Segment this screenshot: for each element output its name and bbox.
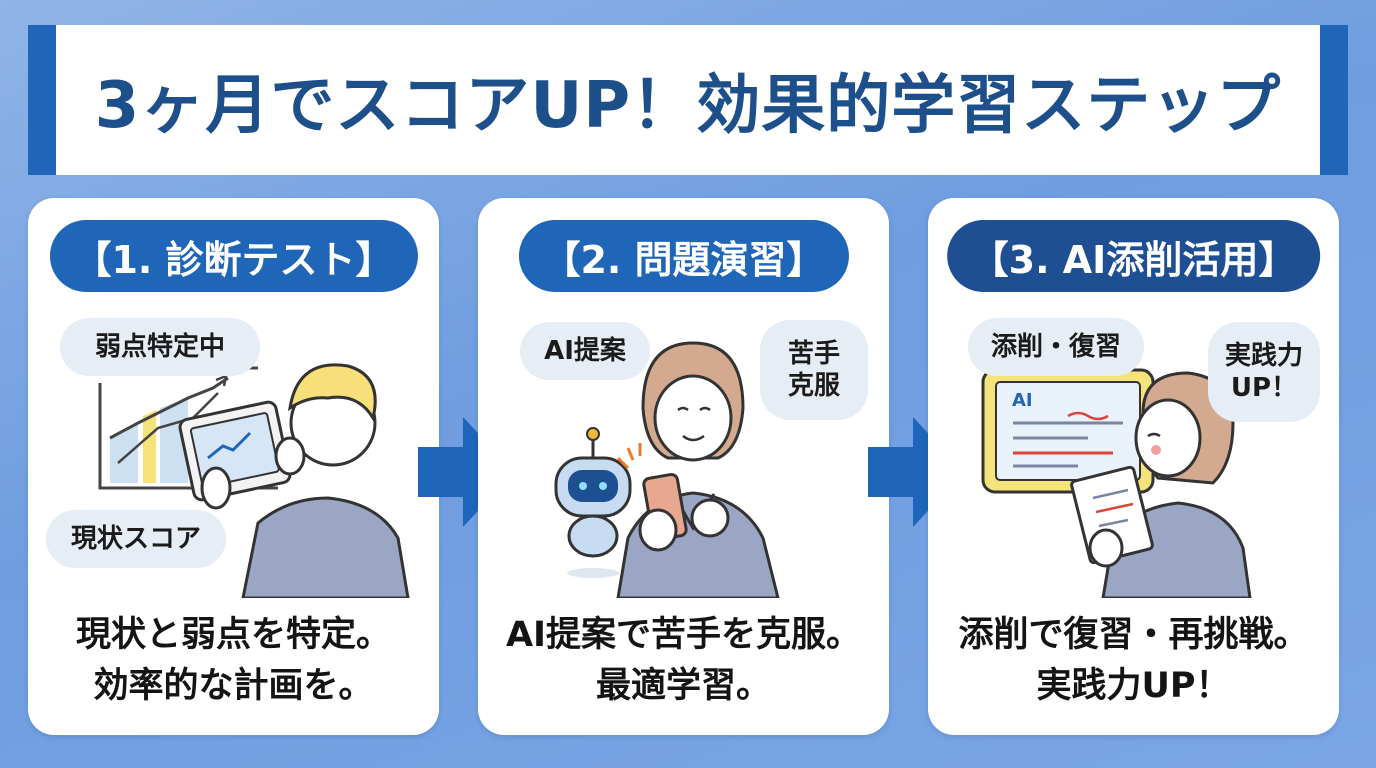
step-card-ai-correction: 【3. AI添削活用】 AI 添削・復習 実践力 UP！ 添削で復習・再挑戦。 …	[928, 198, 1339, 735]
arrow-right-icon	[868, 417, 964, 527]
speech-bubble: AI提案	[520, 322, 650, 380]
illustration-student-with-phone	[554, 341, 780, 598]
step-heading: 【1. 診断テスト】	[49, 220, 418, 292]
illustration-student-reviewing	[981, 368, 1252, 598]
speech-bubble: 実践力 UP！	[1208, 322, 1320, 422]
title-banner: 3ヶ月でスコアUP！効果的学習ステップ	[28, 25, 1348, 175]
page-title: 3ヶ月でスコアUP！効果的学習ステップ	[94, 69, 1282, 143]
step-description: 添削で復習・再挑戦。 実践力UP！	[958, 615, 1309, 706]
tablet-label: AI	[1012, 390, 1033, 411]
step-card-diagnostic-test: 【1. 診断テスト】 弱点特定中 現状スコア 現状と弱点を特定。 効率的な計画を…	[28, 198, 439, 735]
speech-bubble: 添削・復習	[968, 318, 1144, 376]
step-heading: 【2. 問題演習】	[518, 220, 849, 292]
speech-bubble: 弱点特定中	[60, 318, 260, 376]
speech-bubble: 苦手 克服	[760, 320, 868, 420]
speech-bubble: 現状スコア	[46, 510, 226, 568]
step-heading: 【3. AI添削活用】	[946, 220, 1321, 292]
illustration-student-with-tablet	[98, 363, 410, 598]
arrow-right-icon	[418, 417, 514, 527]
step-card-practice-problems: 【2. 問題演習】 AI提案 苦手 克服 AI提案で苦手を克	[478, 198, 889, 735]
robot-icon	[554, 427, 632, 578]
step-description: 現状と弱点を特定。 効率的な計画を。	[75, 615, 391, 706]
step-description: AI提案で苦手を克服。 最適学習。	[505, 615, 862, 706]
